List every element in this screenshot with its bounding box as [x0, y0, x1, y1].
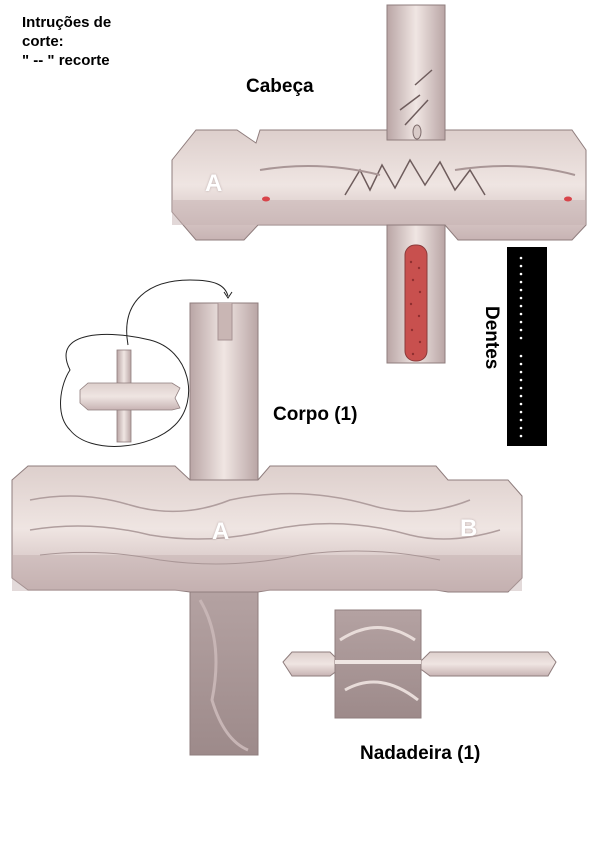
body-letter-b: B — [460, 515, 478, 542]
fin-label: Nadadeira (1) — [360, 743, 481, 764]
head-letter-a: A — [205, 170, 223, 197]
head-label: Cabeça — [246, 76, 314, 97]
body-piece — [11, 302, 523, 756]
cut-instructions: Intruções de corte: " -- " recorte — [22, 13, 111, 70]
head-piece — [171, 4, 587, 364]
teeth-label: Dentes — [481, 306, 502, 370]
assembly-hint — [60, 279, 233, 447]
teeth-strip — [507, 247, 547, 446]
body-label: Corpo (1) — [273, 404, 358, 425]
hint-arrow — [126, 279, 229, 346]
body-letter-a: A — [212, 518, 230, 545]
instructions-line-2: corte: — [22, 33, 64, 50]
fin-piece — [282, 609, 557, 719]
body-band — [11, 465, 523, 593]
eye-left — [262, 196, 270, 202]
instructions-line-1: Intruções de — [22, 14, 112, 31]
mouth-interior — [404, 244, 428, 362]
instructions-line-3: " -- " recorte — [22, 52, 110, 69]
head-top-flap — [386, 4, 446, 141]
eye-right — [564, 196, 572, 202]
